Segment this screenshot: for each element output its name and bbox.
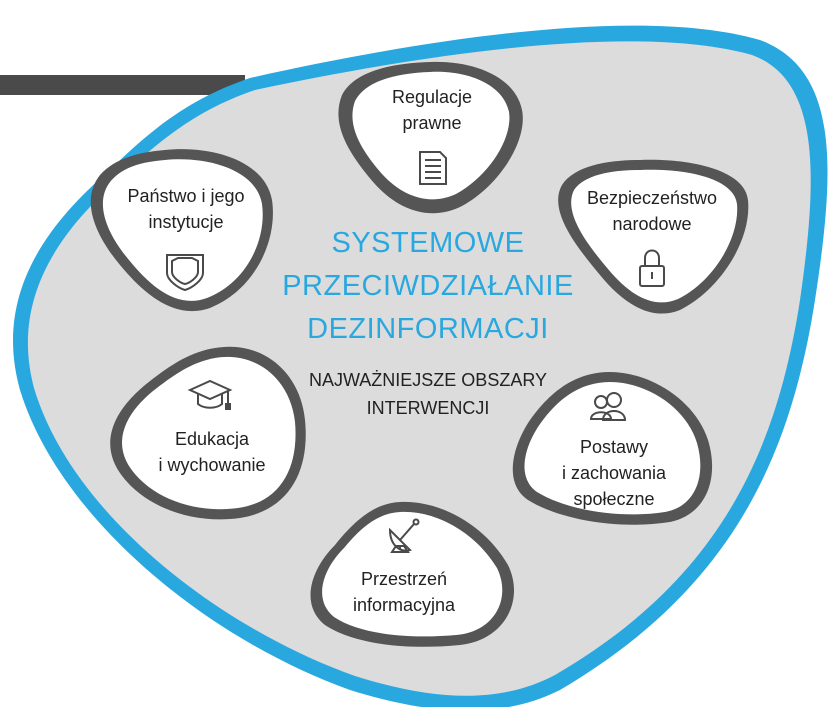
center-title-line-1: SYSTEMOWE (331, 227, 524, 259)
area-panstwo: Państwo i jego instytucje (90, 149, 273, 312)
area-postawy: Postawy i zachowania społeczne (512, 372, 713, 525)
shield-icon (166, 254, 204, 292)
center-subtitle-line-2: INTERWENCJI (367, 398, 490, 418)
area-przestrzen: Przestrzeń informacyjna (310, 501, 515, 647)
center-subtitle-line-1: NAJWAŻNIEJSZE OBSZARY (309, 370, 547, 390)
area-postawy-label-3: społeczne (573, 489, 654, 509)
center-title-line-3: DEZINFORMACJI (307, 313, 549, 345)
area-panstwo-label-2: instytucje (148, 212, 223, 232)
area-edukacja-label-1: Edukacja (175, 429, 250, 449)
area-edukacja-label-2: i wychowanie (158, 455, 265, 475)
center-subtitle: NAJWAŻNIEJSZE OBSZARY INTERWENCJI (309, 370, 547, 418)
header-bar (0, 75, 245, 95)
lock-icon (639, 249, 665, 287)
area-bezpieczenstwo: Bezpieczeństwo narodowe (558, 159, 749, 314)
area-bezpieczenstwo-label-1: Bezpieczeństwo (587, 188, 717, 208)
area-bezpieczenstwo-label-2: narodowe (612, 214, 691, 234)
area-panstwo-label-1: Państwo i jego (127, 186, 244, 206)
center-title-line-2: PRZECIWDZIAŁANIE (282, 270, 574, 302)
area-regulacje-label-1: Regulacje (392, 87, 472, 107)
graduation-cap-icon (187, 379, 233, 410)
satellite-dish-icon (388, 518, 420, 553)
area-przestrzen-label-1: Przestrzeń (361, 569, 447, 589)
people-icon (589, 392, 627, 421)
area-regulacje-label-2: prawne (402, 113, 461, 133)
center-title: SYSTEMOWE PRZECIWDZIAŁANIE DEZINFORMACJI (282, 227, 574, 345)
area-regulacje: Regulacje prawne (338, 61, 523, 214)
area-postawy-label-1: Postawy (580, 437, 648, 457)
document-icon (419, 151, 447, 185)
area-edukacja: Edukacja i wychowanie (110, 346, 306, 520)
area-postawy-label-2: i zachowania (562, 463, 667, 483)
area-przestrzen-label-2: informacyjna (353, 595, 456, 615)
